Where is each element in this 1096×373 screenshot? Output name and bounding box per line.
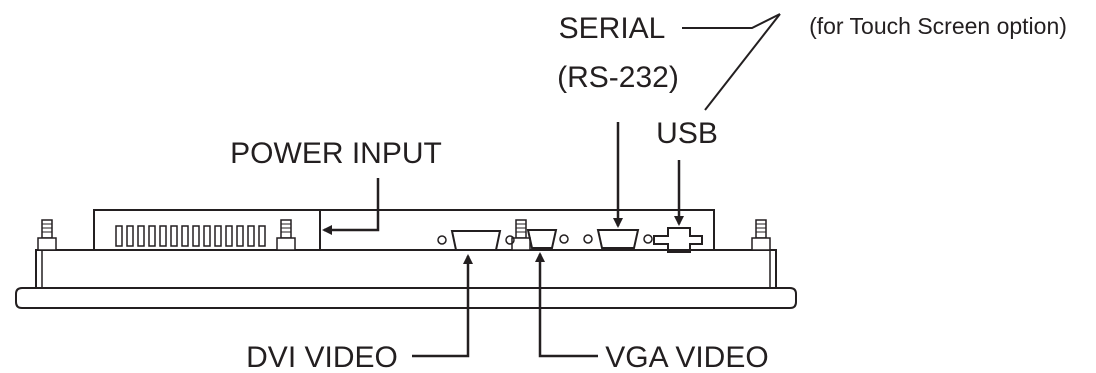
vent-slot [137,225,145,247]
dvi-video-label: DVI VIDEO [246,341,398,373]
mounting-stud-left [37,219,57,251]
usb-connector [653,227,703,253]
touch-option-bracket [682,13,781,29]
vent-slot [148,225,156,247]
vent-slot [192,225,200,247]
dvi-video-arrow [412,254,473,358]
serial-label: SERIAL [559,12,666,45]
serial-connector [583,229,653,249]
vent-slot [126,225,134,247]
vent-slot [181,225,189,247]
usb-label: USB [656,117,718,150]
vent-slot [115,225,123,247]
vent-slot [203,225,211,247]
vent-slot [214,225,222,247]
front-plate [15,287,797,309]
vga-video-arrow [535,252,598,358]
vent-slot [236,225,244,247]
vga-video-label: VGA VIDEO [605,341,768,373]
touch-screen-note: (for Touch Screen option) [809,13,1067,39]
vga-connector [526,229,569,249]
vent-slot [159,225,167,247]
touch-option-usb-leader [704,13,781,111]
vent-slot [170,225,178,247]
vent-slot [258,225,266,247]
power-input-arrow [322,178,380,235]
panel-body [15,209,797,309]
vent-slot [247,225,255,247]
mounting-stud-center-left [276,219,296,251]
power-input-label: POWER INPUT [230,137,442,170]
vent-slot [225,225,233,247]
rs232-label: (RS-232) [557,61,679,94]
mounting-stud-right [751,219,771,251]
vent-slots [115,225,266,247]
mounting-stud-center [511,219,531,251]
bezel [35,249,777,289]
dvi-connector [437,230,515,251]
